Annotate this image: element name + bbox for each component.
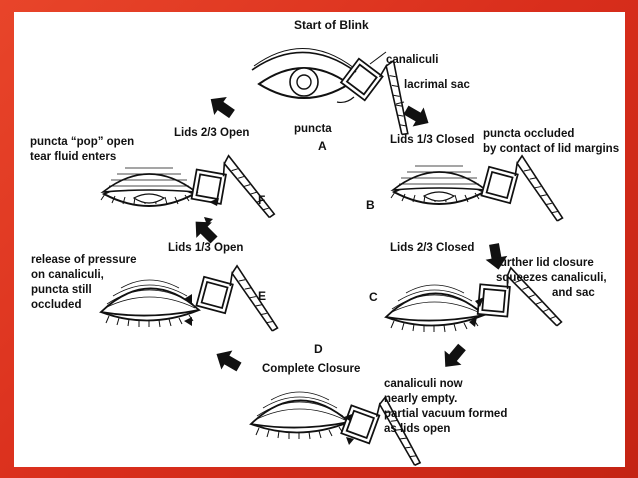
label-puncta-pop-2: tear fluid enters <box>30 151 117 163</box>
letter-f: F <box>258 193 266 207</box>
label-puncta-occluded-1: puncta occluded <box>483 128 575 140</box>
letter-e: E <box>258 289 267 303</box>
letter-b: B <box>366 198 375 212</box>
blink-cycle-diagram <box>100 47 625 467</box>
state-b: Lids 1/3 Closed <box>390 134 475 146</box>
diagram-title: Start of Blink <box>294 18 369 32</box>
stage-e-eye <box>100 279 200 328</box>
label-release-2: on canaliculi, <box>31 269 104 281</box>
state-e: Lids 1/3 Open <box>168 242 244 254</box>
state-f: Lids 2/3 Open <box>174 127 250 139</box>
label-further-closure-3: and sac <box>552 287 595 299</box>
label-puncta-pop-1: puncta “pop” open <box>30 136 135 148</box>
letter-d: D <box>314 342 323 356</box>
stage-f-eye <box>100 167 197 207</box>
letter-c: C <box>369 290 378 304</box>
label-further-closure-2: squeezes canaliculi, <box>496 272 607 284</box>
stage-b-eye <box>390 165 487 205</box>
stage-a-eye <box>251 47 357 99</box>
stage-b-sac <box>475 150 562 246</box>
label-canaliculi-empty-1: canaliculi now <box>384 378 463 390</box>
canaliculi-pointer <box>369 51 387 65</box>
lacrimal-sac-pointer <box>395 101 405 105</box>
stage-d-eye <box>250 391 350 440</box>
stage-e-sac <box>190 260 277 356</box>
label-puncta-occluded-2: by contact of lid margins <box>483 143 620 155</box>
label-canaliculi-empty-2: nearly empty. <box>384 393 458 405</box>
diagram-panel: Start of Blink canaliculi lacrimal sac p… <box>14 12 625 467</box>
label-vacuum-1: partial vacuum formed <box>384 408 508 420</box>
label-release-3: puncta still <box>31 284 92 296</box>
cycle-arrow-a-b <box>400 100 435 133</box>
label-release-1: release of pressure <box>31 254 137 266</box>
label-puncta: puncta <box>294 123 332 135</box>
cycle-arrow-f-a <box>204 90 239 124</box>
puncta-pointer <box>336 96 355 104</box>
cycle-arrow-c-d <box>436 339 471 374</box>
label-canaliculi: canaliculi <box>386 54 439 66</box>
label-vacuum-2: as lids open <box>384 423 451 435</box>
label-lacrimal-sac: lacrimal sac <box>404 79 470 91</box>
label-further-closure-1: further lid closure <box>496 257 594 269</box>
state-c: Lids 2/3 Closed <box>390 242 475 254</box>
letter-a: A <box>318 139 327 153</box>
cycle-arrow-d-e <box>210 344 245 377</box>
state-d: Complete Closure <box>262 363 361 375</box>
stage-c-eye <box>385 284 485 333</box>
label-release-4: occluded <box>31 299 82 311</box>
